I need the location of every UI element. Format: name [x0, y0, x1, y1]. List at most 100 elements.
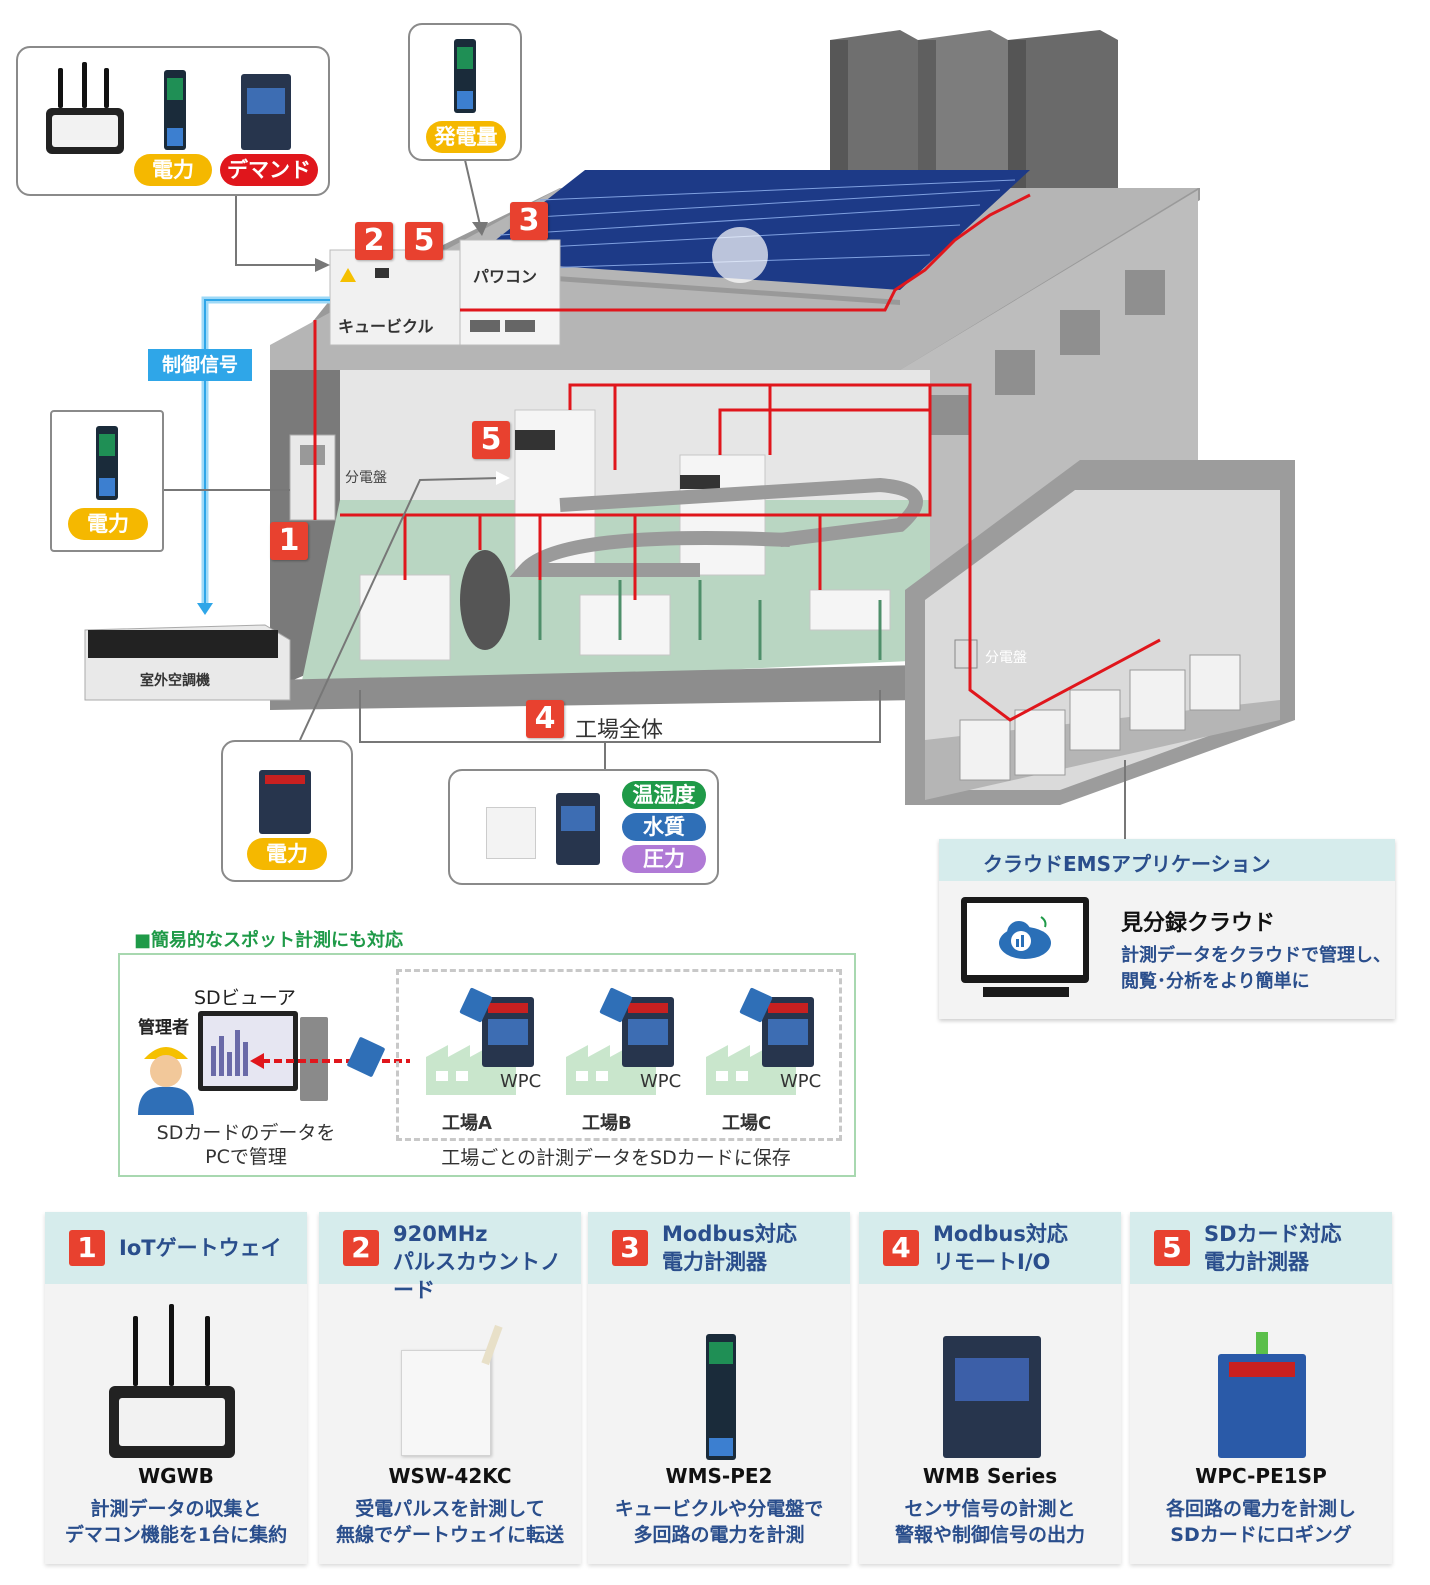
cubicle-label: キュービクル [338, 317, 434, 336]
outdoor-ac-unit [84, 624, 291, 701]
panel-label: 分電盤 [345, 470, 387, 486]
remote-io-icon [556, 793, 600, 865]
product-desc-line1: キュービクルや分電盤で [614, 1498, 824, 1520]
factory-name: 工場C [722, 1113, 772, 1134]
product-description: 各回路の電力を計測し SDカードにロギング [1130, 1496, 1392, 1548]
callout-generation: 発電量 [408, 23, 522, 161]
badge-cubicle-5: 5 [405, 222, 443, 260]
product-title-line2: パルスカウントノード [393, 1250, 561, 1302]
product-description: 受電パルスを計測して無線でゲートウェイに転送 [319, 1496, 581, 1548]
factory-device-label: WPC [640, 1071, 682, 1092]
temp-humidity-tag: 温湿度 [622, 781, 706, 809]
product-number: 2 [343, 1230, 379, 1266]
sd-card-icon [346, 1036, 386, 1078]
sd-power-meter-icon [1218, 1332, 1306, 1458]
manager-avatar-icon [138, 1047, 194, 1115]
power-meter-icon [96, 426, 118, 500]
product-desc-line1: 各回路の電力を計測し [1165, 1498, 1356, 1520]
product-image [588, 1294, 850, 1464]
product-number: 3 [612, 1230, 648, 1266]
demand-tag: デマンド [220, 154, 318, 186]
powercon-label: パワコン [473, 267, 538, 286]
product-model: WMS-PE2 [665, 1464, 773, 1488]
factory-name: 工場B [582, 1113, 632, 1134]
power-tag: 電力 [247, 838, 327, 870]
gateway-device-icon [46, 62, 124, 154]
cloud-desc-line1: 計測データをクラウドで管理し、 [1121, 945, 1391, 966]
product-number: 4 [883, 1230, 919, 1266]
callout-sd-meter: 電力 [221, 740, 353, 882]
product-desc-line2: 無線でゲートウェイに転送 [335, 1524, 564, 1546]
badge-panel-1: 1 [270, 522, 308, 560]
power-tag: 電力 [68, 508, 148, 540]
remote-io-icon [241, 74, 291, 150]
badge-cubicle-2: 2 [355, 222, 393, 260]
product-desc-line2: 警報や制御信号の出力 [894, 1524, 1085, 1546]
product-model: WMB Series [922, 1464, 1058, 1488]
wpc-device-icon [482, 997, 534, 1067]
product-number: 1 [69, 1230, 105, 1266]
product-image [319, 1294, 581, 1464]
sd-power-meter-icon [259, 770, 311, 834]
transfer-arrow-icon [250, 1053, 410, 1069]
product-title-line2: リモートI/O [933, 1250, 1051, 1274]
product-number: 5 [1154, 1230, 1190, 1266]
wpc-device-icon [622, 997, 674, 1067]
product-title-line1: Modbus対応 [933, 1222, 1068, 1246]
product-image [45, 1294, 307, 1464]
cloud-ems-header: クラウドEMSアプリケーション [983, 852, 1271, 876]
factory-item: WPC 工場B [566, 987, 696, 1134]
badge-machine-5: 5 [472, 421, 510, 459]
pc-caption-line1: SDカードのデータを [156, 1122, 336, 1144]
manager-label: 管理者 [138, 1018, 189, 1038]
generation-tag: 発電量 [426, 121, 506, 153]
product-title: Modbus対応リモートI/O [933, 1220, 1068, 1276]
badge-factory-4: 4 [526, 700, 564, 738]
product-card-header: 4 Modbus対応リモートI/O [859, 1212, 1121, 1284]
factories-caption: 工場ごとの計測データをSDカードに保存 [441, 1147, 791, 1169]
chimneys [830, 30, 1118, 188]
callout-sensors: 温湿度 水質 圧力 [448, 769, 719, 885]
whole-factory-label: 工場全体 [575, 718, 664, 743]
cloud-desc-line2: 閲覧･分析をより簡単に [1121, 971, 1310, 992]
product-card-header: 1 IoTゲートウェイ [45, 1212, 307, 1284]
wireless-node-icon [486, 807, 536, 859]
product-title-line2: 電力計測器 [662, 1250, 767, 1274]
control-signal-label: 制御信号 [148, 349, 252, 381]
panel-label-office: 分電盤 [985, 650, 1027, 666]
product-title-line2: 電力計測器 [1204, 1250, 1309, 1274]
pc-monitor-icon [198, 1011, 298, 1091]
pulse-node-icon [401, 1324, 503, 1456]
product-description: 計測データの収集とデマコン機能を1台に集約 [45, 1496, 307, 1548]
badge-powercon-3: 3 [510, 202, 548, 240]
callout-gateway: 電力 デマンド [16, 46, 330, 196]
pressure-tag: 圧力 [622, 845, 706, 873]
factory-device-label: WPC [500, 1071, 542, 1092]
factory-item: WPC 工場C [706, 987, 836, 1134]
product-title-line1: IoTゲートウェイ [119, 1236, 282, 1260]
factory-illustration [84, 30, 1295, 840]
remote-io-icon [943, 1336, 1041, 1458]
power-meter-icon [706, 1334, 736, 1460]
product-desc-line2: SDカードにロギング [1170, 1524, 1352, 1546]
factory-device-label: WPC [780, 1071, 822, 1092]
product-desc-line1: 計測データの収集と [90, 1498, 262, 1520]
product-description: キュービクルや分電盤で多回路の電力を計測 [588, 1496, 850, 1548]
cubicle [329, 239, 561, 346]
monitor-icon [961, 897, 1089, 983]
gateway-device-icon [109, 1304, 235, 1458]
wpc-device-icon [762, 997, 814, 1067]
power-meter-icon [164, 70, 186, 150]
product-model: WGWB [138, 1464, 214, 1488]
outdoor-ac-label: 室外空調機 [140, 673, 210, 689]
callout-panel-power: 電力 [50, 410, 164, 552]
